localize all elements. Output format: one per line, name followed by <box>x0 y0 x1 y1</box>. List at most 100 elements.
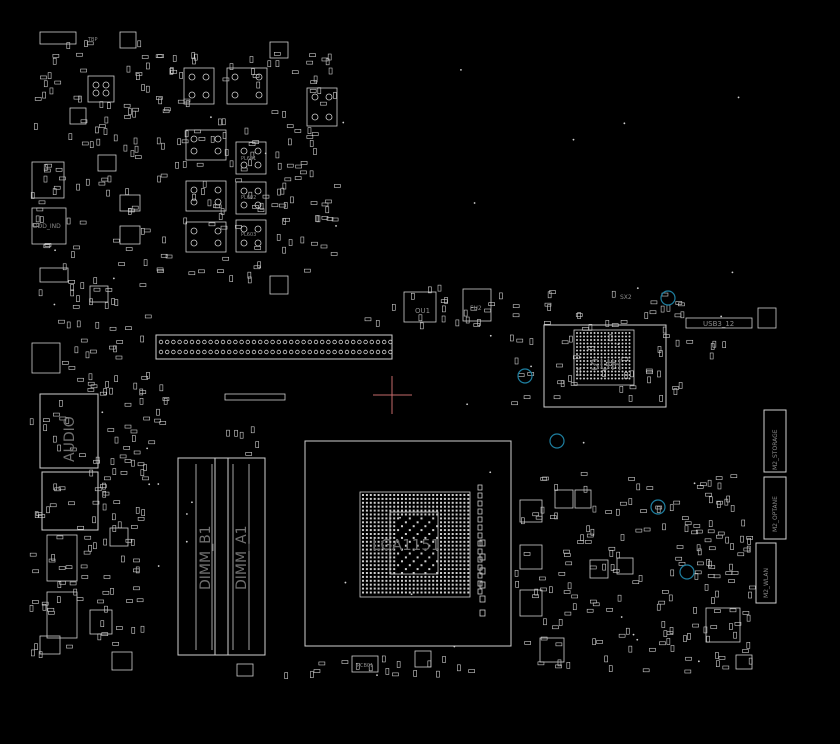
passive-component <box>103 575 111 579</box>
chipset-ball <box>583 353 585 355</box>
passive-component <box>125 188 129 195</box>
chipset-ball <box>597 335 599 338</box>
cpu-pad <box>377 529 380 532</box>
cpu-pad <box>401 494 403 496</box>
cpu-pad <box>377 587 380 590</box>
passive-component <box>514 569 519 577</box>
cpu-pad <box>420 517 423 520</box>
via <box>453 645 456 648</box>
cpu-pad <box>443 509 446 512</box>
passive-component <box>707 573 715 578</box>
passive-component <box>325 206 330 214</box>
cpu-pad <box>424 501 427 504</box>
passive-component <box>192 193 196 201</box>
passive-component <box>317 87 322 94</box>
cpu-pad <box>432 501 435 504</box>
cpu-pad <box>463 575 466 578</box>
chipset-ball <box>607 374 610 376</box>
chipset-ball <box>614 335 617 338</box>
passive-component <box>250 426 255 434</box>
cpu-pad <box>381 529 384 532</box>
cpu-pad <box>373 587 376 590</box>
header-pin <box>245 339 250 345</box>
vrm-pad <box>231 73 239 81</box>
chipset-ball <box>586 342 589 345</box>
cpu-pad <box>467 579 470 582</box>
passive-component <box>300 161 308 165</box>
cpu-pad <box>447 529 450 532</box>
passive-component <box>693 524 701 528</box>
passive-component <box>132 107 139 112</box>
cpu-pad <box>369 517 372 520</box>
passive-component <box>146 62 150 70</box>
vrm-pad <box>214 198 222 206</box>
passive-component <box>746 614 751 622</box>
chipset-ball <box>600 356 603 359</box>
passive-component <box>142 476 149 481</box>
cpu-pad <box>381 497 384 500</box>
passive-component <box>499 292 503 300</box>
chipset-ball <box>625 346 627 348</box>
chipset-ball <box>597 367 599 369</box>
cpu-pad <box>459 521 462 524</box>
cpu-pad <box>420 575 423 578</box>
passive-component <box>217 269 224 273</box>
header-pin <box>208 339 213 345</box>
passive-component <box>56 596 61 603</box>
cpu-pad <box>377 579 380 582</box>
passive-component <box>696 544 701 552</box>
vrm-pad <box>190 239 198 247</box>
chipset-ball <box>597 363 599 366</box>
cpu-pad <box>416 591 419 594</box>
cpu-pad <box>362 564 364 567</box>
cpu-pad <box>463 529 466 532</box>
header-pin <box>307 339 312 345</box>
cpu-pad <box>416 575 419 578</box>
passive-component <box>34 643 38 650</box>
via <box>697 660 700 663</box>
chipset-ball <box>607 342 610 345</box>
cpu-pad <box>420 583 423 586</box>
header-pin <box>158 349 164 355</box>
passive-component <box>685 656 692 661</box>
passive-component <box>226 429 230 437</box>
cpu-pad <box>443 521 446 524</box>
passive-component <box>743 547 751 552</box>
cpu-pad <box>467 544 470 547</box>
cpu-pad <box>447 544 450 547</box>
passive-component <box>672 386 679 390</box>
cpu-pad <box>397 564 400 567</box>
cpu-pad <box>362 583 364 586</box>
passive-component <box>110 588 114 595</box>
cpu-pad <box>393 560 396 563</box>
passive-component <box>267 60 272 68</box>
vrm-pad <box>214 227 222 235</box>
chipset-ball <box>576 342 578 345</box>
passive-component <box>663 630 668 637</box>
via <box>101 411 104 414</box>
chipset-ball <box>576 349 578 352</box>
m2-wlan-connector <box>755 542 777 604</box>
cpu-pad <box>436 501 439 504</box>
cpu-pad <box>385 564 388 567</box>
cpu-pad <box>467 517 470 520</box>
cpu-pad <box>393 521 396 524</box>
cpu-pad <box>451 509 454 512</box>
m2-optane-connector <box>763 476 787 540</box>
passive-component <box>646 370 653 375</box>
passive-component <box>674 313 682 318</box>
cpu-pad <box>443 587 446 590</box>
passive-component <box>39 216 44 223</box>
chipset-ball <box>628 370 631 373</box>
cpu-pad <box>381 513 384 516</box>
cpu-pad <box>447 521 450 524</box>
cpu-pad <box>443 501 446 504</box>
passive-component <box>730 505 735 512</box>
passive-component <box>657 346 662 353</box>
passive-component <box>42 91 46 99</box>
cpu-pad <box>455 540 458 543</box>
via <box>489 334 492 337</box>
cpu-pad <box>467 575 470 578</box>
cpu-pad <box>428 575 431 578</box>
passive-component <box>132 435 136 442</box>
